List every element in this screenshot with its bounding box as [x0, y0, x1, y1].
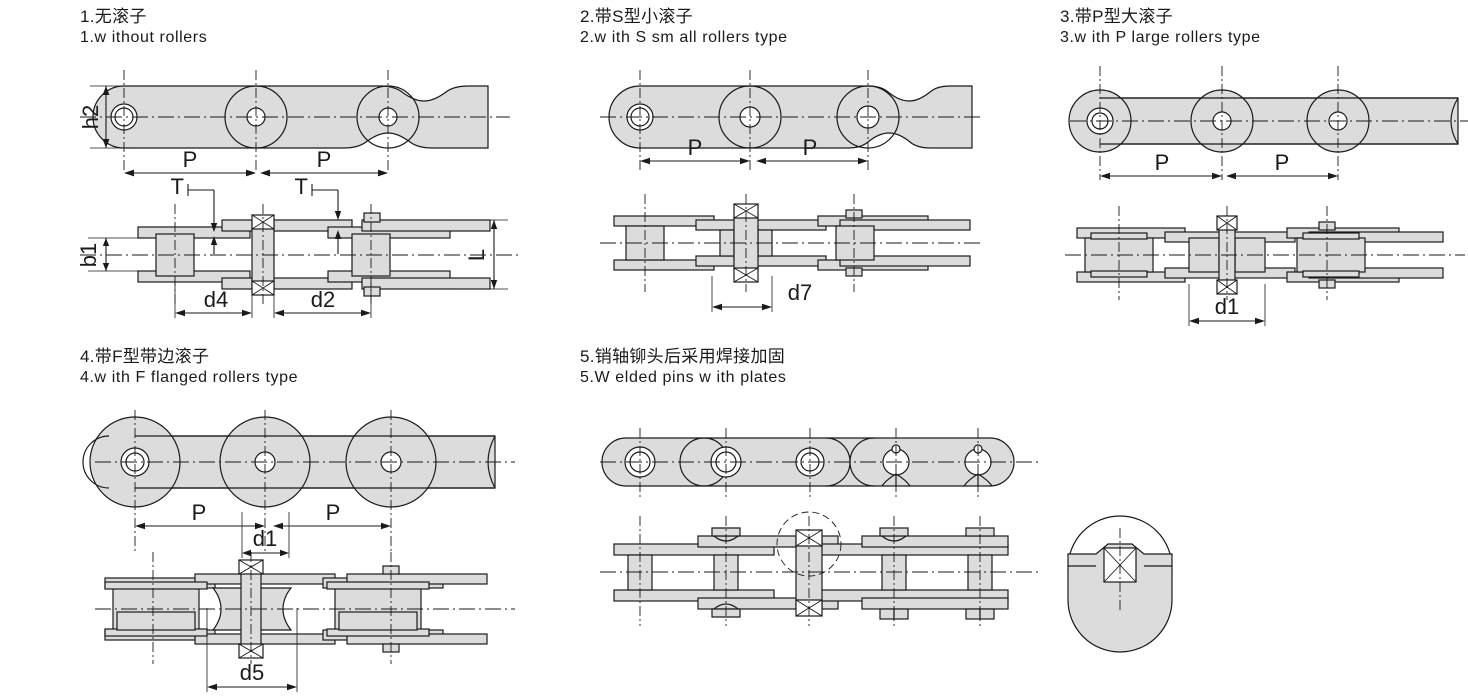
centerlines — [600, 70, 980, 172]
label-d1: d1 — [253, 526, 277, 551]
dimension-d4: d4 — [174, 282, 253, 318]
figure-2-title-en: 2.w ith S sm all rollers type — [580, 29, 788, 46]
dimension-P-2: P — [756, 135, 868, 165]
centerlines — [80, 70, 510, 172]
dimension-P-2: P — [273, 500, 391, 530]
plate-edges — [1100, 97, 1459, 145]
weld-detail — [1067, 528, 1173, 653]
label-P-2: P — [317, 147, 332, 172]
centerlines — [600, 194, 980, 292]
dimension-P-1: P — [640, 135, 750, 165]
label-P-1: P — [1155, 150, 1170, 175]
label-d7: d7 — [788, 280, 812, 305]
label-d5: d5 — [240, 660, 264, 685]
centerlines — [600, 516, 1040, 626]
figure-4-title-en: 4.w ith F flanged rollers type — [80, 369, 299, 386]
outer-link-plates — [613, 535, 1009, 610]
figure-2-side-view: P P — [600, 62, 980, 180]
dimension-L: L — [450, 219, 508, 290]
label-P-1: P — [688, 135, 703, 160]
figure-3-title-en: 3.w ith P large rollers type — [1060, 29, 1261, 46]
figure-1-title-cn: 1.无滚子 — [80, 7, 147, 26]
label-L: L — [464, 249, 489, 261]
centerlines — [80, 204, 520, 304]
dimension-P-1: P — [1100, 150, 1222, 180]
figure-2-plan-view: d7 — [600, 188, 980, 318]
centerlines — [95, 552, 515, 664]
figure-3-caption: 3.带P型大滚子 3.w ith P large rollers type — [1060, 6, 1261, 48]
figure-2-caption: 2.带S型小滚子 2.w ith S sm all rollers type — [580, 6, 788, 48]
label-h2: h2 — [78, 105, 103, 129]
label-d1: d1 — [1215, 294, 1239, 319]
figure-4-side-view: P P d1 — [82, 402, 515, 562]
figure-3-title-cn: 3.带P型大滚子 — [1060, 7, 1173, 26]
figure-1-caption: 1.无滚子 1.w ithout rollers — [80, 6, 207, 48]
figure-5-detail-circle — [1060, 508, 1180, 653]
dimension-P-1: P — [135, 500, 265, 530]
dimension-P-2: P — [260, 147, 388, 177]
centerlines — [95, 410, 515, 552]
figure-1-side-view: h2 P P — [78, 60, 510, 180]
label-P-2: P — [1275, 150, 1290, 175]
label-P-1: P — [192, 500, 207, 525]
centerlines — [600, 428, 1040, 500]
dimension-d5: d5 — [206, 608, 298, 692]
label-P-2: P — [326, 500, 341, 525]
figure-5-plan-view — [600, 511, 1040, 654]
dimension-b1: b1 — [76, 237, 144, 272]
label-b1: b1 — [76, 243, 101, 267]
pin-heads-right — [363, 212, 381, 297]
dimension-P-2: P — [1226, 150, 1338, 180]
dimension-P-1: P — [124, 147, 256, 177]
figure-3-plan-view: d1 — [1065, 200, 1465, 330]
figure-4-plan-view: d5 — [95, 552, 515, 697]
dimension-d7: d7 — [711, 276, 812, 312]
label-d2: d2 — [311, 287, 335, 312]
centerlines — [1070, 66, 1468, 180]
dimension-h2: h2 — [78, 85, 132, 149]
figure-4-title-cn: 4.带F型带边滚子 — [80, 347, 210, 366]
dimension-d2: d2 — [273, 282, 372, 318]
figure-1-plan-view: b1 L T T — [76, 174, 520, 320]
label-T-left: T — [171, 174, 184, 199]
figure-4-caption: 4.带F型带边滚子 4.w ith F flanged rollers type — [80, 346, 298, 388]
figure-5-caption: 5.销轴铆头后采用焊接加固 5.W elded pins w ith plate… — [580, 346, 787, 388]
centerlines — [1065, 206, 1465, 300]
dimension-d1: d1 — [1188, 284, 1266, 326]
label-T-right: T — [295, 174, 308, 199]
outer-link-plates — [613, 215, 971, 271]
label-P-2: P — [803, 135, 818, 160]
label-P-1: P — [183, 147, 198, 172]
dimension-d1: d1 — [241, 512, 290, 558]
figure-5-side-view — [600, 418, 1040, 528]
label-d4: d4 — [204, 287, 228, 312]
figure-5-title-en: 5.W elded pins w ith plates — [580, 369, 787, 386]
dimension-T-right: T — [295, 174, 342, 254]
dimension-T-left: T — [171, 174, 218, 254]
figure-3-side-view: P P — [1068, 62, 1468, 192]
figure-2-title-cn: 2.带S型小滚子 — [580, 7, 693, 26]
figure-5-title-cn: 5.销轴铆头后采用焊接加固 — [580, 347, 786, 366]
figure-1-title-en: 1.w ithout rollers — [80, 29, 208, 46]
